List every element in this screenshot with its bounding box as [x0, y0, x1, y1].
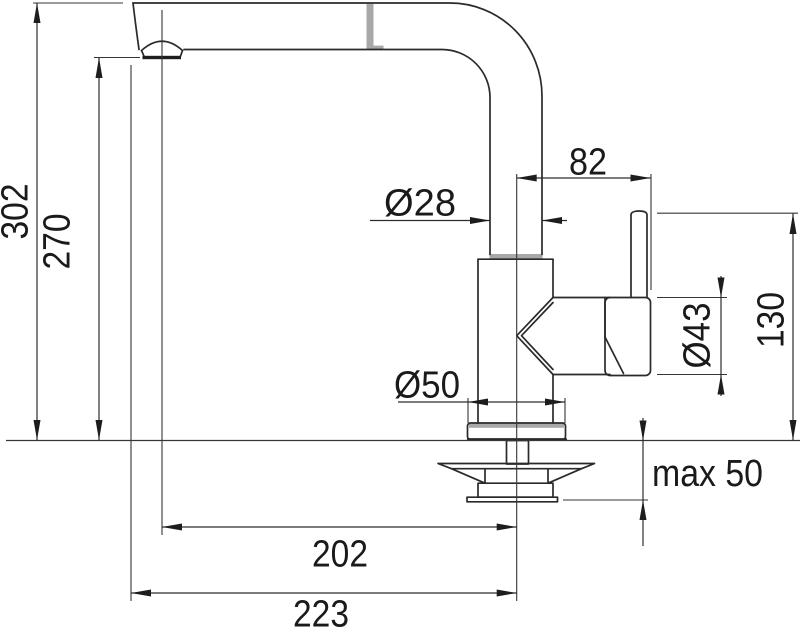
- mounting-nut: [477, 482, 554, 499]
- spout-tube-outer-edge: [132, 2, 543, 256]
- dimension-arrows: [33, 3, 797, 597]
- arrow-50-left: [468, 398, 488, 406]
- mounting-wedge-left: [450, 467, 486, 485]
- spray-head-joint-band: [366, 3, 374, 50]
- handle-lever: [630, 210, 648, 299]
- dim-label-spout-reach-total: 223: [293, 594, 349, 636]
- arrow-130-down: [789, 420, 797, 440]
- arrow-270-down: [95, 420, 103, 440]
- arrow-82-left: [516, 174, 537, 182]
- dim-label-total-height: 302: [0, 184, 36, 240]
- arrow-50-right: [545, 398, 565, 406]
- pipe-body-joint-band: [489, 254, 543, 260]
- arrow-43-top: [717, 277, 725, 298]
- handle-housing-cap: [604, 296, 652, 377]
- arrow-max50-bottom: [639, 500, 647, 520]
- aerator-side-right: [179, 49, 184, 58]
- dimension-lines: [36, 3, 794, 594]
- dim-label-body-diameter: Ø43: [676, 303, 718, 369]
- dim-label-spout-outlet-height: 270: [36, 214, 78, 270]
- mounting-shank: [505, 439, 530, 465]
- arrow-223-left: [131, 589, 151, 597]
- dim-label-upper-body-height: 130: [750, 292, 792, 348]
- body-joint-chevron-inner: [520, 301, 554, 371]
- dim-label-max-counter-thickness: max 50: [652, 453, 763, 495]
- arrow-28-right: [542, 217, 562, 224]
- arrow-202-left: [162, 523, 182, 531]
- mounting-wedge-right: [547, 467, 583, 485]
- extension-and-center-lines: [6, 2, 800, 601]
- arrow-302-down: [33, 420, 41, 440]
- dim-label-spout-reach-to-outlet: 202: [312, 534, 368, 576]
- arrow-130-up: [789, 213, 797, 234]
- faucet-outline: [132, 2, 652, 503]
- aerator-side-left: [140, 49, 145, 58]
- spout-tube-inner-edge: [183, 48, 491, 256]
- dim-label-spout-tube-diameter: Ø28: [384, 183, 456, 225]
- arrow-82-right: [630, 174, 651, 182]
- spout-end-cap: [132, 2, 140, 51]
- arrow-223-right: [496, 589, 517, 597]
- arrow-302-up: [33, 3, 41, 23]
- dim-label-handle-offset: 82: [569, 142, 607, 184]
- dimension-labels: 302 270 82 Ø28 Ø43 130 Ø50 max 50 202 22…: [0, 142, 792, 636]
- arrow-max50-top: [639, 420, 647, 441]
- mounting-bottom-flange: [466, 496, 559, 503]
- arrow-270-up: [95, 57, 103, 78]
- dim-label-base-diameter: Ø50: [394, 365, 460, 407]
- handle-housing-diagonal: [604, 336, 625, 375]
- spray-head-joint-notch: [366, 45, 384, 50]
- arrow-202-right: [496, 523, 517, 531]
- arrow-28-left: [470, 217, 490, 224]
- arrow-43-bottom: [717, 374, 725, 395]
